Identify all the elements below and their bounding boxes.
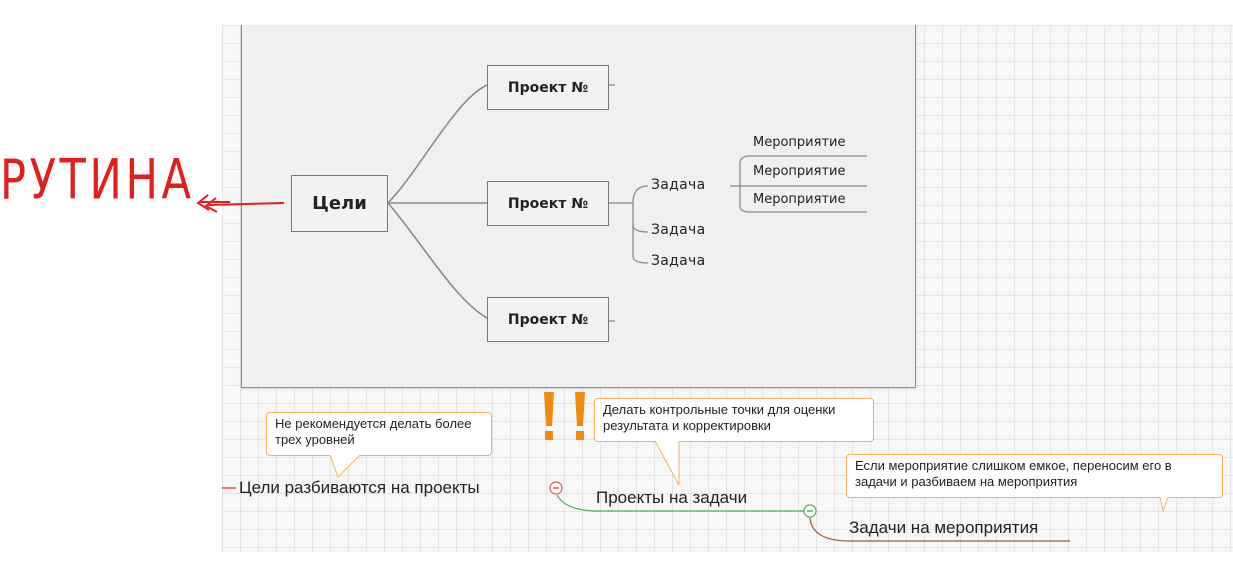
task-node-1[interactable]: Задача — [651, 177, 706, 193]
connector-root-project3 — [387, 202, 488, 319]
connector-brown — [809, 517, 1070, 542]
project-node-1[interactable]: Проект № — [487, 65, 609, 110]
minus-circle-icon[interactable] — [549, 481, 563, 495]
branch-projects-to-tasks[interactable]: Проекты на задачи — [596, 488, 748, 507]
activity-node-3[interactable]: Мероприятие — [753, 192, 846, 207]
project-node-2[interactable]: Проект № — [487, 181, 609, 226]
callout-levels[interactable]: Не рекомендуется делать более трех уровн… — [266, 412, 492, 456]
handwritten-note: РУТИНА — [0, 147, 230, 212]
activity-node-2[interactable]: Мероприятие — [753, 164, 846, 179]
activity-node-1[interactable]: Мероприятие — [753, 135, 846, 150]
minus-circle-icon[interactable] — [803, 504, 817, 518]
task-node-2[interactable]: Задача — [651, 222, 706, 238]
callout-checkpoints[interactable]: Делать контрольные точки для оценки резу… — [594, 398, 874, 442]
callout-levels-pointer — [330, 455, 361, 478]
exclamation-icon — [575, 392, 585, 440]
handwritten-label: РУТИНА — [0, 147, 195, 212]
exclamation-icon — [544, 392, 554, 440]
connector-green — [556, 494, 810, 512]
root-node[interactable]: Цели — [291, 175, 388, 232]
branch-goals-to-projects[interactable]: Цели разбиваются на проекты — [239, 478, 480, 497]
arrow-to-root-icon — [204, 197, 285, 213]
callout-activity-pointer — [1160, 497, 1169, 513]
callout-activity[interactable]: Если мероприятие слишком емкое, переноси… — [846, 454, 1223, 498]
connector-root-project1 — [387, 84, 488, 204]
task-node-3[interactable]: Задача — [651, 253, 706, 269]
left-arrow-icon — [196, 194, 230, 211]
callout-checkpoints-pointer — [655, 441, 680, 486]
branch-tasks-to-activities[interactable]: Задачи на мероприятия — [849, 518, 1039, 537]
project-node-3[interactable]: Проект № — [487, 297, 609, 342]
